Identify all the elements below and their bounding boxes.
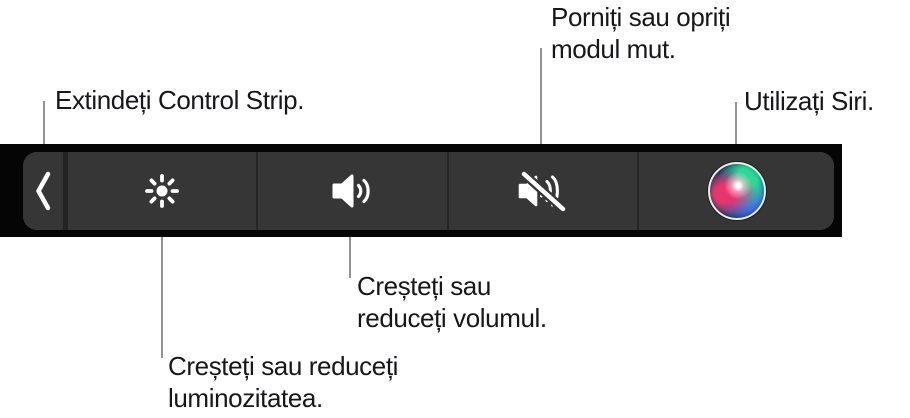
callout-text-line: modul mut. [551,34,676,64]
callout-line-volume [349,230,351,278]
callout-text-line: Extindeți Control Strip. [55,85,305,115]
callout-label-mute: Porniți sau opriți modul mut. [551,1,731,65]
callout-text-line: Creșteți sau [357,271,491,301]
control-strip [23,152,834,230]
callout-line-expand [43,101,45,152]
button-separator [637,152,639,230]
button-separator [447,152,449,230]
mute-icon [517,167,569,215]
callout-text-line: Utilizați Siri. [744,86,874,116]
volume-button[interactable] [258,152,447,230]
mute-button[interactable] [449,152,637,230]
brightness-icon [144,173,180,209]
callout-line-brightness [161,229,163,358]
callout-label-volume: Creșteți sau reduceți volumul. [357,270,547,334]
expand-control-strip-button[interactable] [23,152,63,230]
callout-label-brightness: Creșteți sau reduceți luminozitatea. [168,350,398,414]
callout-line-siri [735,102,737,152]
callout-label-siri: Utilizați Siri. [744,85,874,117]
callout-text-line: Porniți sau opriți [551,2,731,32]
callout-label-expand-control-strip: Extindeți Control Strip. [55,84,304,116]
callout-line-mute [540,48,542,152]
brightness-button[interactable] [68,152,256,230]
volume-up-icon [330,171,376,211]
chevron-left-icon [32,168,54,214]
button-separator [63,152,68,230]
touch-bar [0,144,842,237]
siri-button[interactable] [639,152,834,230]
callout-text-line: luminozitatea. [168,383,323,413]
siri-icon [707,162,766,220]
callout-text-line: Creșteți sau reduceți [168,351,399,381]
callout-text-line: reduceți volumul. [357,303,547,333]
button-separator [256,152,258,230]
